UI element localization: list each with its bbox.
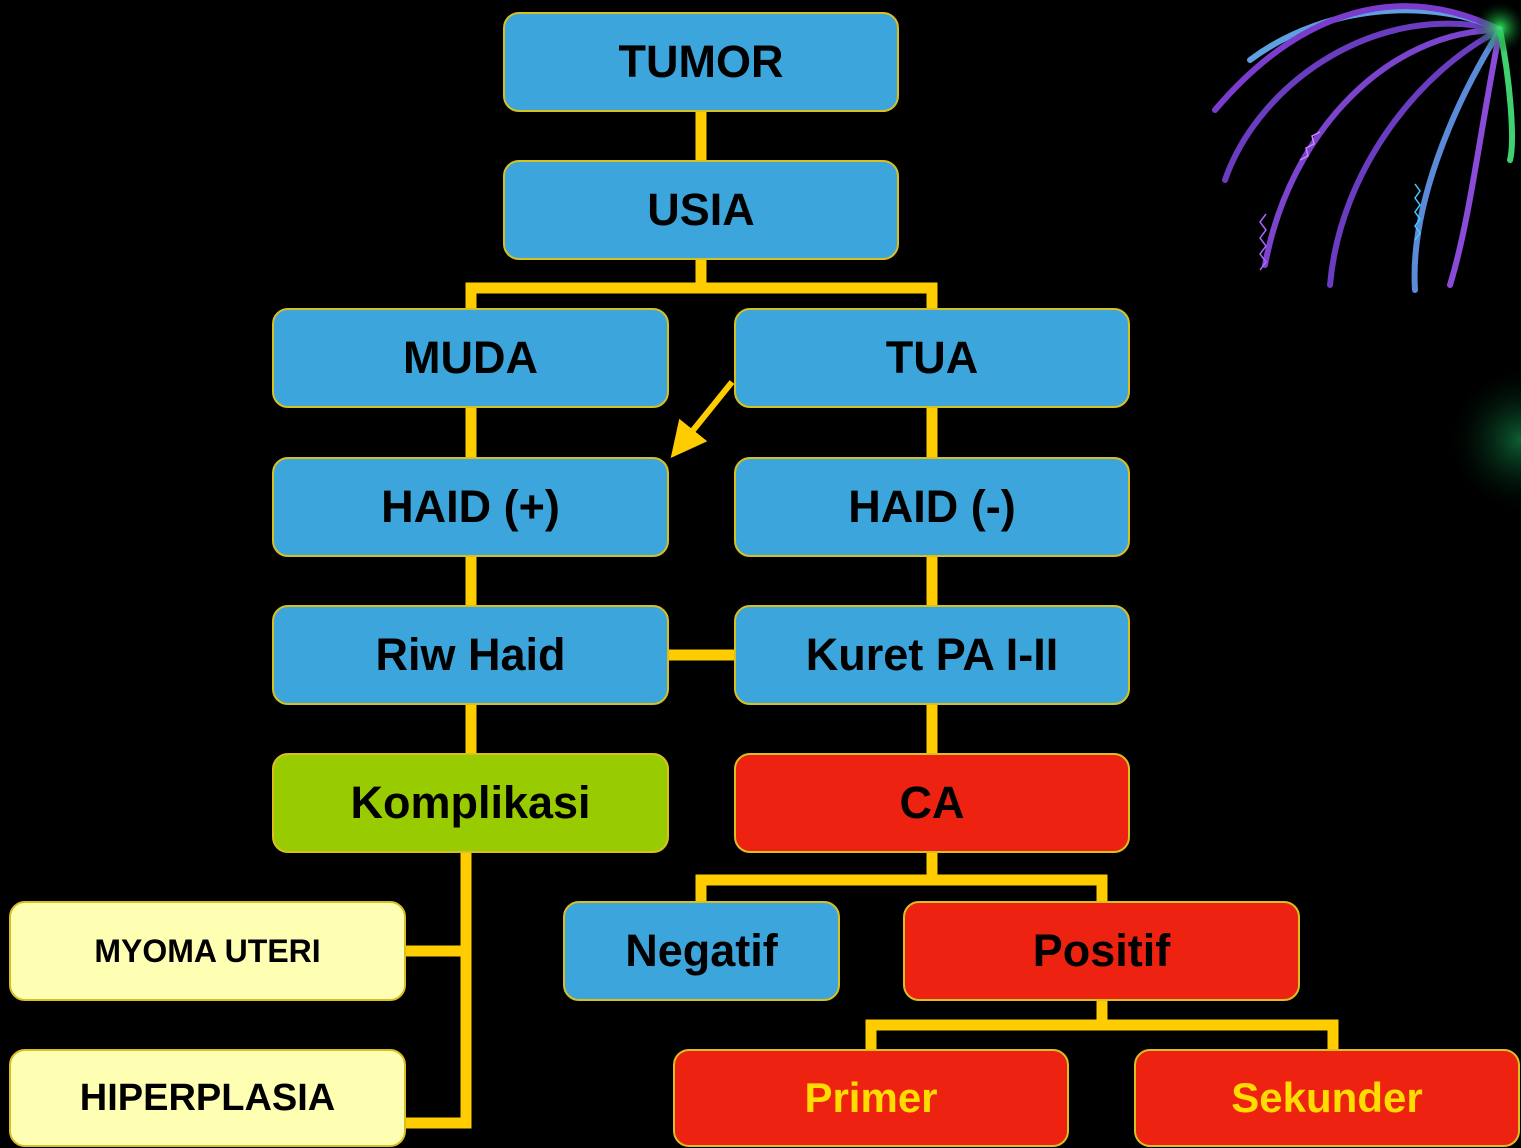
node-sekunder: Sekunder [1134, 1049, 1520, 1147]
node-haid-positive: HAID (+) [272, 457, 669, 557]
node-primer: Primer [673, 1049, 1069, 1147]
node-ca: CA [734, 753, 1130, 853]
connector-ca-positif [932, 874, 1108, 903]
node-kuret: Kuret PA I-II [734, 605, 1130, 705]
node-positif: Positif [903, 901, 1300, 1001]
node-komplikasi: Komplikasi [272, 753, 669, 853]
node-riw-haid: Riw Haid [272, 605, 669, 705]
connector-positif-sekunder [1102, 1019, 1339, 1050]
connector-komplikasi-tree [406, 851, 472, 1129]
node-tumor: TUMOR [503, 12, 899, 112]
node-negatif: Negatif [563, 901, 840, 1001]
arrow-tua-to-haid [670, 380, 735, 459]
connector-ca-branch [695, 851, 938, 903]
node-haid-negative: HAID (-) [734, 457, 1130, 557]
node-hiperplasia: HIPERPLASIA [9, 1049, 406, 1147]
node-tua: TUA [734, 308, 1130, 408]
node-usia: USIA [503, 160, 899, 260]
connector-usia-branch [465, 258, 707, 310]
node-muda: MUDA [272, 308, 669, 408]
connector-usia-tua [701, 282, 938, 310]
connector-positif-branch [865, 999, 1108, 1050]
node-myoma-uteri: MYOMA UTERI [9, 901, 406, 1001]
